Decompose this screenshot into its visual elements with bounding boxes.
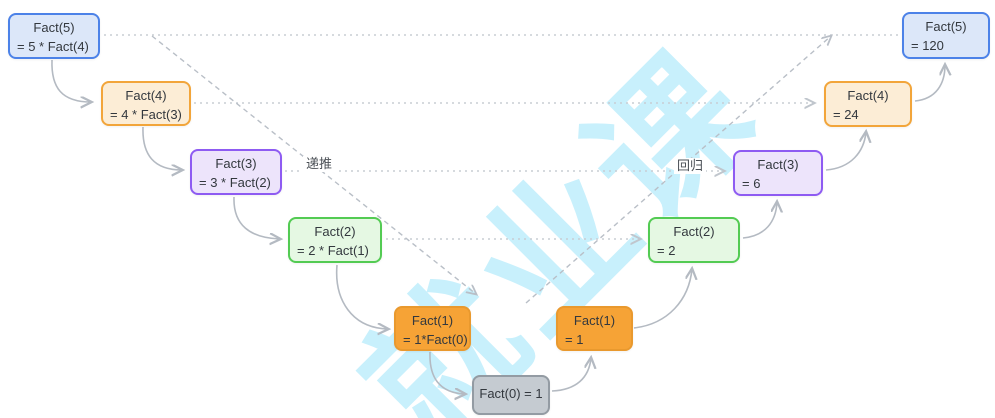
node-expression: = 3 * Fact(2) xyxy=(199,175,271,190)
node-fact3-call: Fact(3) = 3 * Fact(2) xyxy=(190,149,282,195)
node-fact0-base: Fact(0) = 1 xyxy=(472,375,550,415)
node-expression: Fact(0) = 1 xyxy=(479,386,543,401)
node-fact5-return: Fact(5) = 120 xyxy=(902,12,990,59)
node-fact4-return: Fact(4) = 24 xyxy=(824,81,912,127)
node-result: = 120 xyxy=(911,38,944,53)
node-title: Fact(1) xyxy=(573,313,616,328)
node-result: = 1 xyxy=(565,332,584,347)
node-title: Fact(5) xyxy=(33,20,75,35)
node-title: Fact(4) xyxy=(125,88,167,103)
node-expression: = 2 * Fact(1) xyxy=(297,243,369,258)
node-fact5-call: Fact(5) = 5 * Fact(4) xyxy=(8,13,100,59)
node-fact2-return: Fact(2) = 2 xyxy=(648,217,740,263)
node-expression: = 4 * Fact(3) xyxy=(110,107,182,122)
node-expression: = 1*Fact(0) xyxy=(403,332,468,347)
node-result: = 24 xyxy=(833,107,859,122)
node-fact1-call: Fact(1) = 1*Fact(0) xyxy=(394,306,471,351)
node-title: Fact(3) xyxy=(215,156,257,171)
node-title: Fact(2) xyxy=(673,224,715,239)
label-return-phase: 回归 xyxy=(674,158,707,174)
node-fact4-call: Fact(4) = 4 * Fact(3) xyxy=(101,81,191,126)
node-title: Fact(1) xyxy=(411,313,454,328)
node-title: Fact(5) xyxy=(925,19,967,34)
node-title: Fact(4) xyxy=(847,88,889,103)
node-fact1-return: Fact(1) = 1 xyxy=(556,306,633,351)
node-fact3-return: Fact(3) = 6 xyxy=(733,150,823,196)
node-result: = 6 xyxy=(742,176,761,191)
node-fact2-call: Fact(2) = 2 * Fact(1) xyxy=(288,217,382,263)
node-title: Fact(3) xyxy=(757,157,799,172)
node-result: = 2 xyxy=(657,243,676,258)
node-expression: = 5 * Fact(4) xyxy=(17,39,89,54)
node-title: Fact(2) xyxy=(314,224,356,239)
label-recursion-phase: 递推 xyxy=(303,156,336,172)
